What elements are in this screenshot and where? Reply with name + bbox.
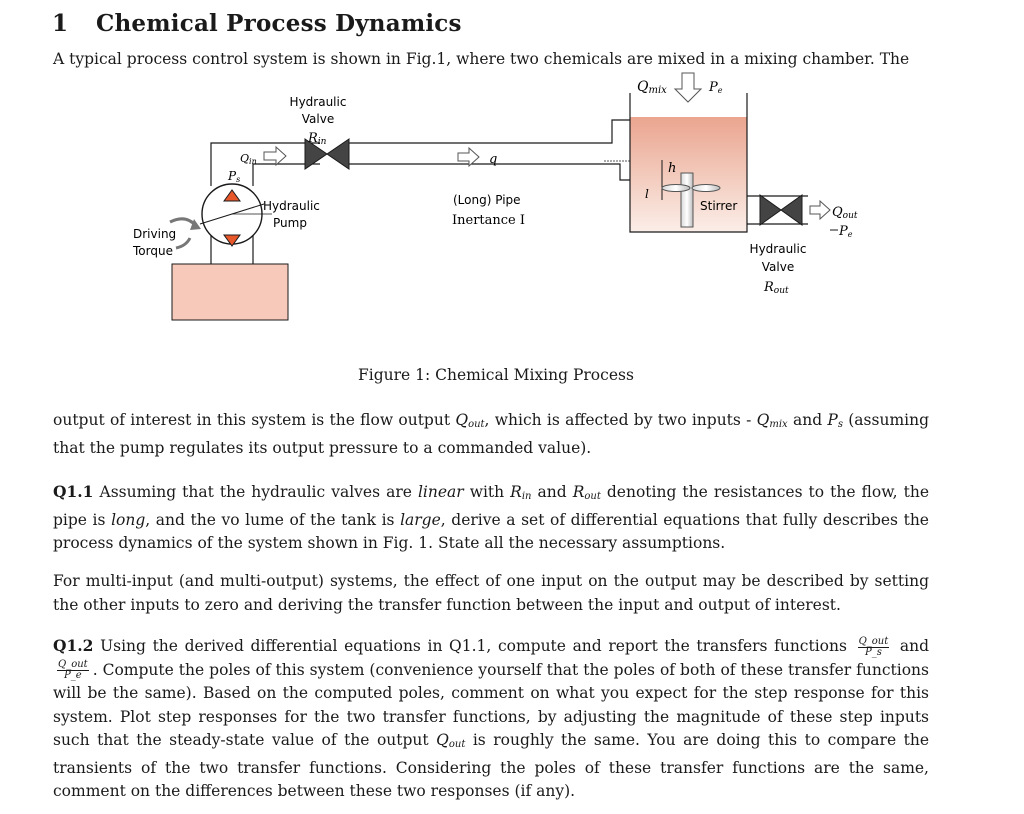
figure-caption: Figure 1: Chemical Mixing Process [358,366,634,384]
q-arrow-icon [457,146,480,168]
valve-in-label-2: Valve [302,112,334,126]
chemical-mixing-figure: Hydraulic Valve Rin Qin Ps Hydraulic Pum… [132,72,858,321]
qin-label: Qin [240,152,257,166]
q11-label: Q1.1 [53,482,94,501]
pump-label-2: Pump [273,216,307,230]
qin-arrow-icon [263,145,287,167]
tank-wall [629,93,748,233]
qout-label: Qout [832,205,858,221]
pump-base [171,263,289,321]
valve-out-icon [759,194,803,226]
pump-label-1: Hydraulic [263,199,320,213]
multi-input-paragraph: For multi-input (and multi-output) syste… [53,572,929,614]
pump-icon [199,183,272,247]
ps-label: Ps [227,169,240,184]
output-paragraph: output of interest in this system is the… [53,411,929,457]
q-label: q [489,152,497,167]
valve-in-icon [304,138,350,170]
pe-right-label: Pe [838,224,853,239]
stirrer-label: Stirrer [700,199,737,213]
torque-arrow-icon [169,217,201,250]
h-label: h [668,161,676,176]
valve-out-r: Rout [763,280,789,296]
valve-out-label-2: Valve [762,260,794,274]
torque-label-2: Torque [132,244,173,258]
q12-label: Q1.2 [53,636,94,655]
valve-in-r: Rin [307,131,327,147]
section-title: Chemical Process Dynamics [96,10,462,37]
pipe-label-1: (Long) Pipe [453,193,521,207]
intro-paragraph: A typical process control system is show… [53,50,910,68]
pipe-label-2: Inertance I [452,213,525,228]
q12-paragraph: Q1.2 Using the derived differential equa… [53,635,930,800]
q11-paragraph: Q1.1 Assuming that the hydraulic valves … [53,482,929,552]
qmix-label: Qmix [637,79,667,96]
l-label: l [645,187,649,201]
valve-out-label-1: Hydraulic [750,242,807,256]
pe-top-label: Pe [708,80,723,95]
qmix-arrow-icon [673,72,703,103]
stirrer-icon [661,172,721,228]
qout-arrow-icon [809,199,831,221]
section-number: 1 [52,10,69,37]
valve-in-label-1: Hydraulic [290,95,347,109]
section-heading: 1 Chemical Process Dynamics [52,10,462,37]
torque-label-1: Driving [133,227,176,241]
